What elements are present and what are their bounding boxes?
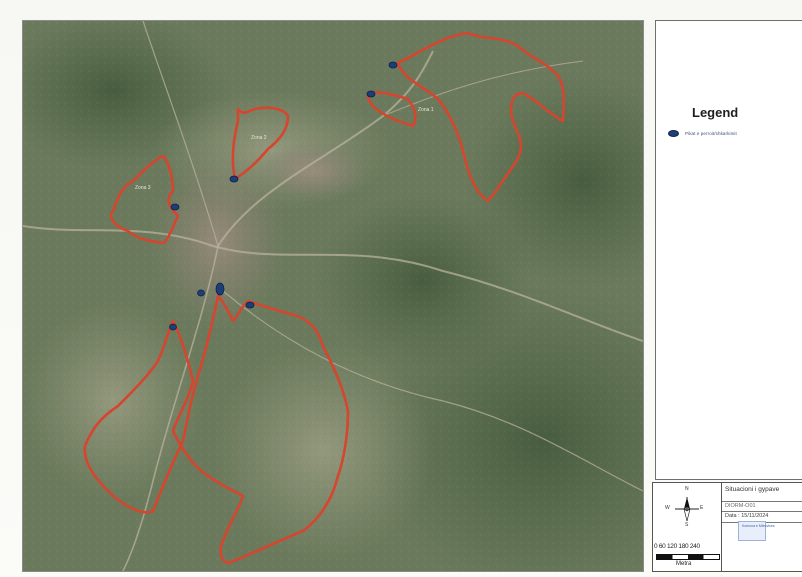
zone-boundary-north-central: [231, 106, 290, 181]
title-block: N S E W 0 60 120 180 240 Metra Situacion…: [652, 482, 802, 572]
outfall-point-marker: [245, 301, 255, 309]
outfall-point-marker: [197, 289, 205, 297]
logo-emblem-icon: [738, 521, 766, 541]
outfall-point-marker: [366, 90, 376, 98]
zone-label: Zona 1: [418, 107, 434, 113]
zone-label: Zona 2: [251, 135, 267, 141]
north-label: N: [685, 486, 689, 492]
east-label: E: [700, 505, 704, 511]
scale-bar-graphic: [656, 554, 720, 560]
outfall-point-marker: [388, 61, 398, 69]
zone-labels: Zona 1 Zona 2 Zona 3: [135, 107, 434, 191]
legend-title: Legend: [692, 105, 739, 120]
imagery-grain: [23, 21, 643, 571]
map-title: Situacioni i gypave: [722, 483, 802, 502]
scale-ticks: 0 60 120 180 240: [654, 543, 700, 550]
outfall-point-marker: [215, 282, 225, 296]
south-label: S: [685, 522, 689, 528]
outfall-points: [169, 61, 398, 331]
legend-panel: Legend Pikat e perroit/shkarkimit: [655, 20, 802, 480]
outfall-point-marker: [170, 203, 180, 211]
outfall-point-marker: [169, 323, 177, 331]
zone-boundary-west: [109, 154, 180, 245]
logo-text: Komuna e Mitrovices: [742, 524, 775, 528]
compass-icon: [675, 497, 699, 522]
zone-boundaries: [83, 31, 566, 565]
municipality-logo: Komuna e Mitrovices: [732, 521, 792, 567]
map-code: DIORM-O01: [722, 502, 802, 512]
north-arrow: N S E W: [665, 486, 705, 528]
title-block-left: N S E W 0 60 120 180 240 Metra: [653, 483, 722, 571]
zone-label: Zona 3: [135, 185, 151, 191]
map-frame[interactable]: Zona 1 Zona 2 Zona 3: [22, 20, 644, 572]
scale-bar: 0 60 120 180 240 Metra: [654, 543, 720, 570]
satellite-map[interactable]: Zona 1 Zona 2 Zona 3: [23, 21, 643, 571]
outfall-point-marker: [229, 175, 239, 183]
legend-item-label: Pikat e perroit/shkarkimit: [685, 130, 737, 136]
zone-boundary-small-east: [366, 91, 417, 128]
zone-boundary-south: [83, 294, 350, 565]
legend-item: Pikat e perroit/shkarkimit: [668, 127, 737, 139]
west-label: W: [665, 505, 670, 511]
blue-point-marker-icon: [668, 129, 679, 137]
title-block-right: Situacioni i gypave DIORM-O01 Data : 15/…: [722, 483, 802, 571]
scale-unit: Metra: [676, 561, 692, 567]
zone-boundary-northeast: [396, 31, 566, 203]
